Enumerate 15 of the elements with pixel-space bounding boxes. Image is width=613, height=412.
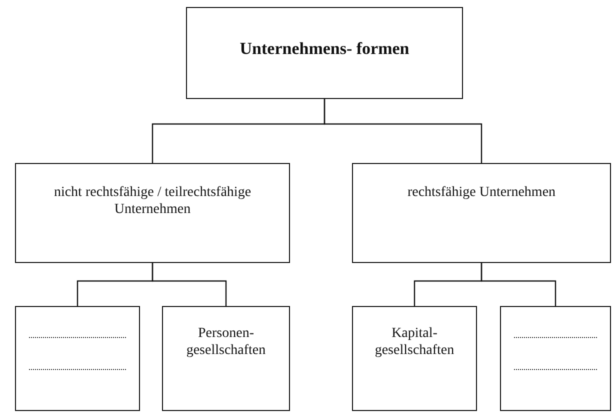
connector-line <box>152 263 227 306</box>
process-box <box>162 306 290 411</box>
box-label: nicht rechtsfähige / teilrechtsfähige Unternehmen <box>52 184 252 218</box>
box-label: Kapital- gesellschaften <box>374 325 456 359</box>
process-box <box>352 163 611 263</box>
connector-line <box>324 99 482 163</box>
box-label: rechtsfähige Unternehmen <box>406 184 557 201</box>
process-box <box>15 163 290 263</box>
connector-line <box>480 263 556 306</box>
empty-box <box>500 306 611 411</box>
empty-box <box>15 306 140 411</box>
process-box <box>352 306 477 411</box>
box-label: Personen- gesellschaften <box>185 325 267 359</box>
heading: Unternehmens- formen <box>238 38 410 60</box>
process-box <box>186 7 463 99</box>
